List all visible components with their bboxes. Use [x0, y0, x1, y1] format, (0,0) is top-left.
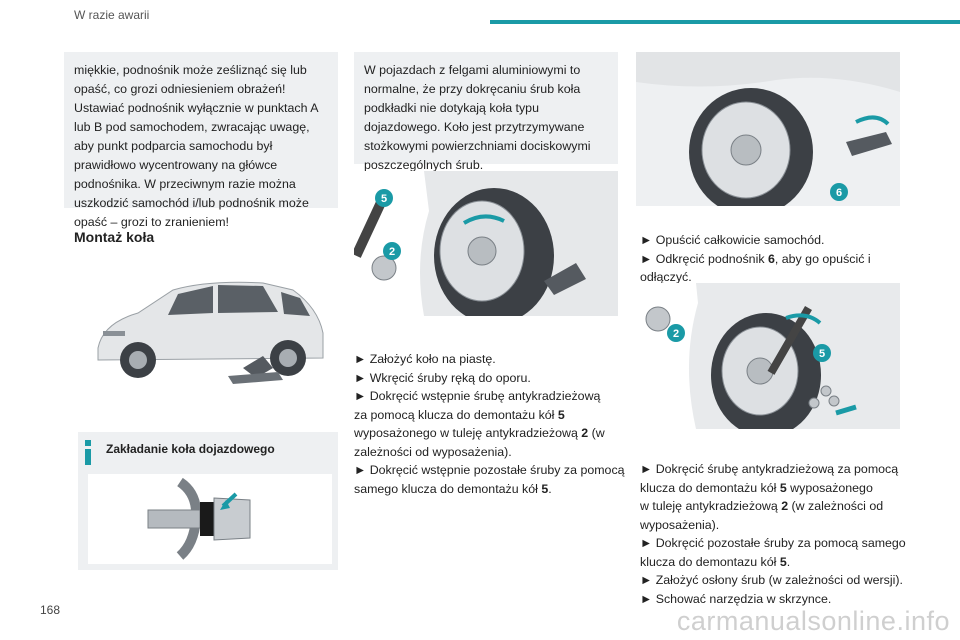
step-text: ► Odkręcić podnośnik [640, 251, 768, 266]
step-text: klucza do demontażu kół [640, 480, 780, 495]
bolt-tightening-illustration: 2 5 [636, 283, 900, 429]
step-line: ► Dokręcić śrubę antykradzieżową za pomo… [640, 462, 899, 476]
ref-number: 2 [781, 499, 789, 513]
col3-steps-a: ► Opuścić całkowicie samochód. ► Odkręci… [640, 231, 871, 287]
step-line: ► Założyć koło na piastę. [354, 352, 496, 366]
wheel-mounting-illustration: 5 2 [354, 171, 618, 316]
running-header: W razie awarii [74, 8, 150, 22]
step-line: ► Schować narzędzia w skrzynce. [640, 591, 832, 606]
step-line: ► Dokręcić pozostałe śruby za pomocą sam… [640, 536, 906, 550]
ref-number: 2 [581, 426, 589, 440]
callout-5b: 5 [819, 348, 825, 360]
step-line: ► Dokręcić wstępnie pozostałe śruby za p… [354, 463, 625, 477]
step-line: wyposażonego w tuleję antykradzieżową 2 … [354, 424, 625, 443]
step-line: ► Założyć osłony śrub (w zależności od w… [640, 573, 903, 587]
callout-6: 6 [836, 187, 842, 199]
step-line: ► Dokręcić wstępnie śrubę antykradzieżow… [354, 389, 601, 403]
page-number: 168 [40, 603, 61, 617]
step-text: samego klucza do demontażu kół [354, 481, 542, 496]
warning-text: miękkie, podnośnik może ześliznąć się lu… [74, 63, 318, 229]
step-line: ► Opuścić całkowicie samochód. [640, 233, 825, 247]
ref-number: 5 [541, 481, 549, 496]
info-box: Zakładanie koła dojazdowego [78, 432, 338, 570]
car-on-jack-illustration [78, 268, 338, 396]
step-line: za pomocą klucza do demontażu kół 5 [354, 406, 625, 425]
step-text: klucza do demontazu kół [640, 554, 780, 569]
col2-steps: ► Założyć koło na piastę. ► Wkręcić śrub… [354, 350, 625, 498]
section-title: Montaż koła [74, 229, 155, 245]
ref-number: 5 [779, 554, 787, 569]
step-text: , aby go opuścić i [774, 251, 871, 266]
note-text: W pojazdach z felgami aluminiowymi to no… [364, 63, 591, 172]
step-line: zależności od wyposażenia). [354, 444, 512, 459]
warning-box: miękkie, podnośnik może ześliznąć się lu… [64, 52, 338, 229]
ref-number: 5 [557, 407, 565, 422]
step-line: klucza do demontazu kół 5. [640, 553, 906, 572]
info-icon [84, 440, 92, 465]
step-text: wyposażonego [786, 480, 873, 495]
info-title: Zakładanie koła dojazdowego [106, 442, 275, 456]
step-text: . [548, 481, 552, 496]
watermark: carmanualsonline.info [676, 606, 950, 636]
callout-2: 2 [389, 246, 395, 258]
jack-lowering-illustration: 6 [636, 52, 900, 206]
step-text: w tuleję antykradzieżową [640, 499, 782, 513]
step-text: wyposażonego w tuleję antykradzieżową [354, 426, 582, 440]
step-line: ► Odkręcić podnośnik 6, aby go opuścić i [640, 250, 871, 269]
callout-5: 5 [381, 193, 387, 205]
ref-number: 5 [779, 480, 787, 495]
ref-number: 6 [767, 251, 775, 266]
step-line: samego klucza do demontażu kół 5. [354, 480, 625, 499]
note-box: W pojazdach z felgami aluminiowymi to no… [354, 52, 618, 172]
col3-steps-b: ► Dokręcić śrubę antykradzieżową za pomo… [640, 460, 906, 608]
step-line: ► Wkręcić śruby ręką do oporu. [354, 370, 531, 385]
step-text: . [786, 554, 791, 569]
step-line: wyposażenia). [640, 517, 720, 532]
step-text: (w zależności od [788, 499, 884, 513]
step-text: (w [588, 426, 605, 440]
header-accent-bar [490, 20, 960, 24]
step-line: odłączyć. [640, 270, 692, 284]
wheel-bolt-illustration [88, 474, 332, 564]
callout-2b: 2 [673, 328, 679, 340]
step-text: za pomocą klucza do demontażu kół [354, 407, 558, 422]
step-line: w tuleję antykradzieżową 2 (w zależności… [640, 497, 906, 516]
step-line: klucza do demontażu kół 5 wyposażonego [640, 479, 906, 498]
